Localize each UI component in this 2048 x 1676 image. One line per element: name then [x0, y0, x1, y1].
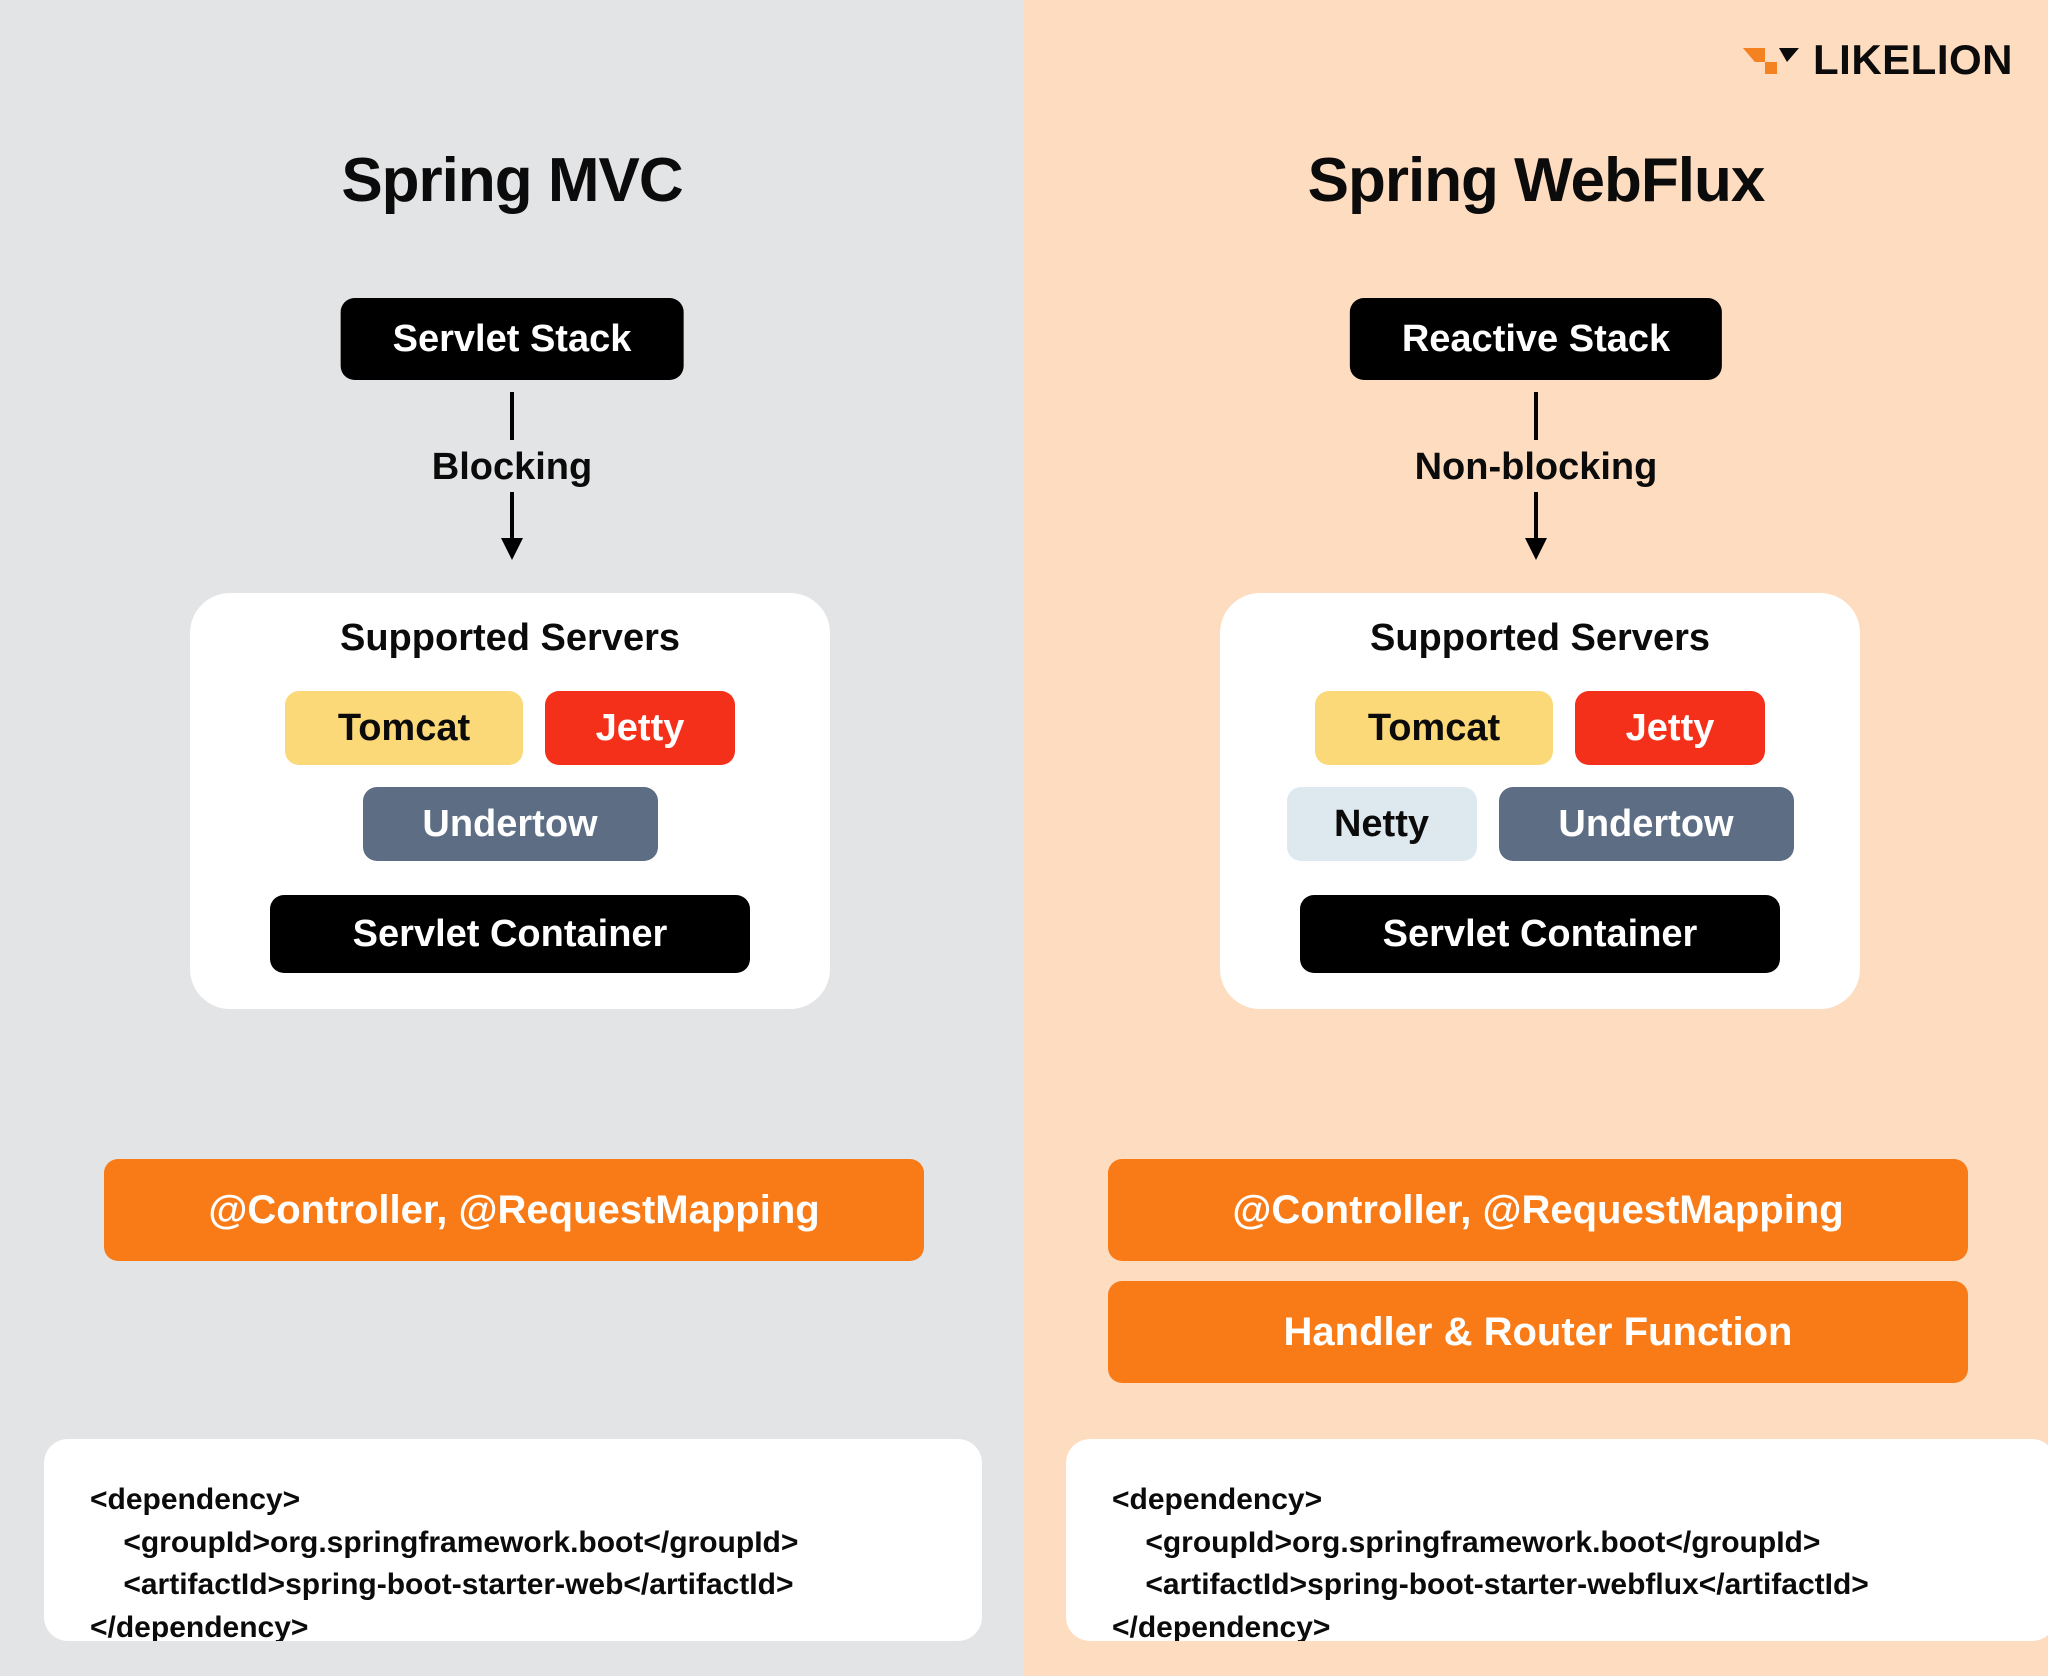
flow-connector-blocking: Blocking — [302, 392, 722, 562]
annotation-bar-handler-router[interactable]: Handler & Router Function — [1108, 1281, 1968, 1383]
server-chip-row: Undertow — [190, 787, 830, 861]
dependency-code-block-webflux: <dependency> <groupId>org.springframewor… — [1066, 1439, 2048, 1641]
dependency-code-block-mvc: <dependency> <groupId>org.springframewor… — [44, 1439, 982, 1641]
arrow-down-icon — [501, 492, 523, 560]
server-chip-jetty[interactable]: Jetty — [545, 691, 735, 765]
supported-servers-card-webflux: Supported Servers Tomcat Jetty Netty Und… — [1220, 593, 1860, 1009]
flow-label-non-blocking: Non-blocking — [1414, 446, 1658, 488]
server-chip-netty[interactable]: Netty — [1286, 787, 1477, 861]
card-title-supported-servers: Supported Servers — [340, 617, 680, 659]
server-chip-row: Tomcat Jetty — [190, 691, 830, 765]
flow-stem-line — [510, 392, 514, 440]
flow-connector-non-blocking: Non-blocking — [1326, 392, 1746, 562]
server-chip-tomcat[interactable]: Tomcat — [285, 691, 523, 765]
server-chip-undertow[interactable]: Undertow — [362, 787, 658, 861]
arrow-down-icon — [1525, 492, 1547, 560]
page-title-spring-webflux: Spring WebFlux — [1307, 146, 1766, 215]
stack-pill-servlet-stack: Servlet Stack — [340, 298, 684, 380]
page-title-spring-mvc: Spring MVC — [341, 146, 683, 215]
servlet-container-row: Servlet Container — [190, 895, 830, 973]
supported-servers-card-mvc: Supported Servers Tomcat Jetty Undertow … — [190, 593, 830, 1009]
flow-stem-line — [1534, 392, 1538, 440]
server-chip-tomcat[interactable]: Tomcat — [1315, 691, 1553, 765]
stack-pill-reactive-stack: Reactive Stack — [1349, 298, 1723, 380]
annotation-bar-controller[interactable]: @Controller, @RequestMapping — [104, 1159, 924, 1261]
panel-spring-webflux: LIKELION Spring WebFlux Reactive Stack N… — [1024, 0, 2048, 1676]
servlet-container-row: Servlet Container — [1220, 895, 1860, 973]
server-chip-row: Netty Undertow — [1220, 787, 1860, 861]
likelion-logo: LIKELION — [1743, 38, 2013, 82]
panel-spring-mvc: Spring MVC Servlet Stack Blocking Suppor… — [0, 0, 1024, 1676]
server-chip-undertow[interactable]: Undertow — [1498, 787, 1794, 861]
servlet-container-pill[interactable]: Servlet Container — [270, 895, 750, 973]
server-chip-jetty[interactable]: Jetty — [1575, 691, 1765, 765]
server-chip-row: Tomcat Jetty — [1220, 691, 1860, 765]
likelion-lion-mark-icon — [1743, 48, 1799, 74]
likelion-logo-text: LIKELION — [1813, 36, 2013, 83]
flow-label-blocking: Blocking — [431, 446, 593, 488]
annotation-bar-controller[interactable]: @Controller, @RequestMapping — [1108, 1159, 1968, 1261]
servlet-container-pill[interactable]: Servlet Container — [1300, 895, 1780, 973]
card-title-supported-servers: Supported Servers — [1370, 617, 1710, 659]
